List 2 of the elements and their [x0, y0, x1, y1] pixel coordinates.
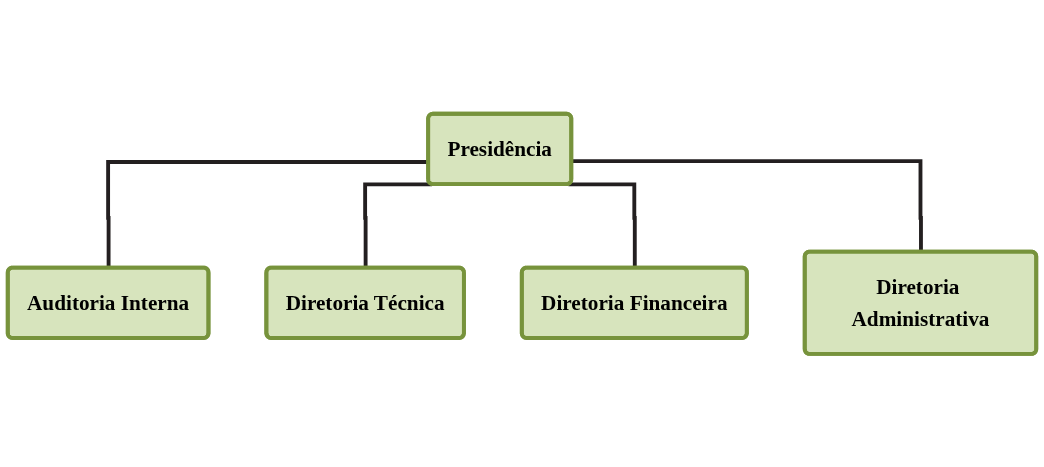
connector	[363, 182, 432, 268]
connector	[568, 182, 637, 268]
